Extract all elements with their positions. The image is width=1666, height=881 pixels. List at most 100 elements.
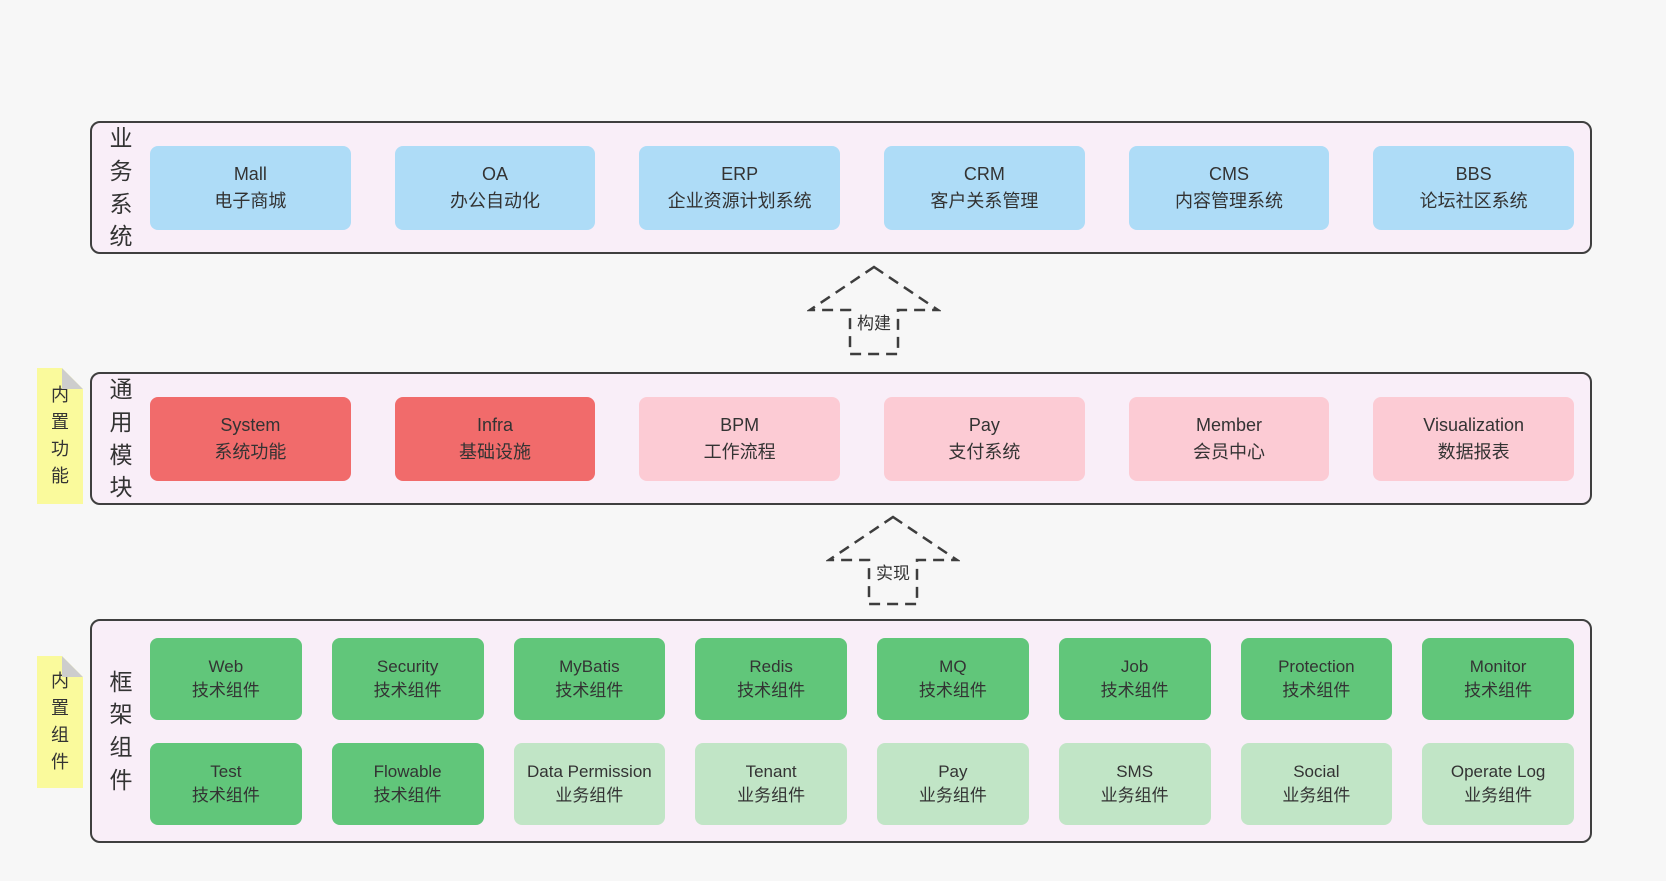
box-subtitle: 技术组件 [918,680,987,700]
box-title: BBS [1455,164,1492,185]
box-subtitle: 技术组件 [191,785,260,805]
box-subtitle: 办公自动化 [449,190,540,211]
box-subtitle: 技术组件 [1464,680,1533,700]
box-bbs: BBS 论坛社区系统 [1373,145,1574,230]
block-arrow-up-icon [826,515,960,606]
box-subtitle: 技术组件 [1100,680,1169,700]
box-pay: Pay 业务组件 [877,742,1029,825]
box-title: MQ [939,656,967,676]
box-title: SMS [1116,761,1154,781]
sticky-note-builtin-components: 内置组件 [37,656,83,788]
box-title: Member [1195,415,1262,436]
box-mq: MQ 技术组件 [877,637,1029,720]
box-title: CMS [1208,164,1249,185]
band-label-business-systems: 业务系统 [92,123,150,252]
box-subtitle: 业务组件 [1100,785,1169,805]
sticky-note-text: 内置功能 [51,385,69,486]
box-subtitle: 支付系统 [948,441,1021,462]
box-subtitle: 工作流程 [703,441,776,462]
box-crm: CRM 客户关系管理 [884,145,1085,230]
box-title: CRM [963,164,1005,185]
box-subtitle: 业务组件 [918,785,987,805]
box-title: BPM [720,415,760,436]
band-label-text: 框架组件 [109,668,133,793]
band-label-framework-components: 框架组件 [92,621,150,841]
box-title: Monitor [1469,656,1527,676]
box-title: Web [208,656,244,676]
box-title: Protection [1278,656,1355,676]
box-subtitle: 业务组件 [1282,785,1351,805]
box-title: Mall [233,164,267,185]
box-subtitle: 数据报表 [1437,441,1510,462]
sticky-note-text: 内置组件 [51,671,69,772]
box-title: Data Permission [527,761,652,781]
box-subtitle: 内容管理系统 [1174,190,1283,211]
box-subtitle: 技术组件 [191,680,260,700]
box-subtitle: 电子商城 [214,190,287,211]
box-title: Pay [968,415,1000,436]
business-systems-boxes: Mall 电子商城 OA 办公自动化 ERP 企业资源计划系统 CRM 客户关系管理 CMS 内容… [150,123,1574,252]
box-flowable: Flowable 技术组件 [331,742,484,825]
box-subtitle: 论坛社区系统 [1419,190,1528,211]
folded-corner-icon [62,656,83,677]
box-cms: CMS 内容管理系统 [1128,145,1330,230]
band-business-systems: 业务系统 Mall 电子商城 OA 办公自动化 ERP 企业资源计划系统 CRM 客户关系管理… [90,121,1592,254]
folded-corner-icon [62,368,83,389]
box-subtitle: 企业资源计划系统 [667,190,812,211]
arrow-build-label: 构建 [854,309,894,334]
box-subtitle: 业务组件 [737,785,806,805]
box-title: Security [376,656,439,676]
box-system: System 系统功能 [150,396,351,481]
box-title: Visualization [1423,415,1525,436]
box-subtitle: 技术组件 [1282,680,1351,700]
box-subtitle: 技术组件 [373,680,442,700]
box-subtitle: 客户关系管理 [930,190,1039,211]
box-title: ERP [721,164,759,185]
box-subtitle: 基础设施 [458,441,531,462]
box-subtitle: 会员中心 [1192,441,1265,462]
box-job: Job 技术组件 [1058,637,1211,720]
box-title: Operate Log [1450,761,1546,781]
box-redis: Redis 技术组件 [695,637,847,720]
box-subtitle: 技术组件 [373,785,442,805]
arrow-implement: 实现 [826,514,960,607]
box-member: Member 会员中心 [1128,396,1330,481]
arrow-build: 构建 [807,264,941,357]
band-label-text: 业务系统 [109,125,133,250]
sticky-note-builtin-functions: 内置功能 [37,368,83,504]
band-label-text: 通用模块 [109,376,133,501]
box-title: System [220,415,281,436]
box-title: OA [481,164,508,185]
box-title: Job [1120,656,1149,676]
box-web: Web 技术组件 [150,637,302,720]
box-tenant: Tenant 业务组件 [695,742,847,825]
band-label-common-modules: 通用模块 [92,374,150,503]
block-arrow-up-icon [807,265,941,356]
box-security: Security 技术组件 [331,637,484,720]
box-protection: Protection 技术组件 [1240,637,1393,720]
arrow-implement-label: 实现 [873,559,913,584]
box-title: Pay [938,761,968,781]
box-subtitle: 技术组件 [737,680,806,700]
box-bpm: BPM 工作流程 [639,396,840,481]
box-erp: ERP 企业资源计划系统 [639,145,840,230]
box-subtitle: 系统功能 [214,441,287,462]
box-oa: OA 办公自动化 [394,145,596,230]
box-title: Redis [749,656,793,676]
box-title: Flowable [373,761,442,781]
box-visualization: Visualization 数据报表 [1373,396,1574,481]
box-title: Tenant [745,761,797,781]
box-title: MyBatis [559,656,620,676]
box-pay: Pay 支付系统 [884,396,1085,481]
